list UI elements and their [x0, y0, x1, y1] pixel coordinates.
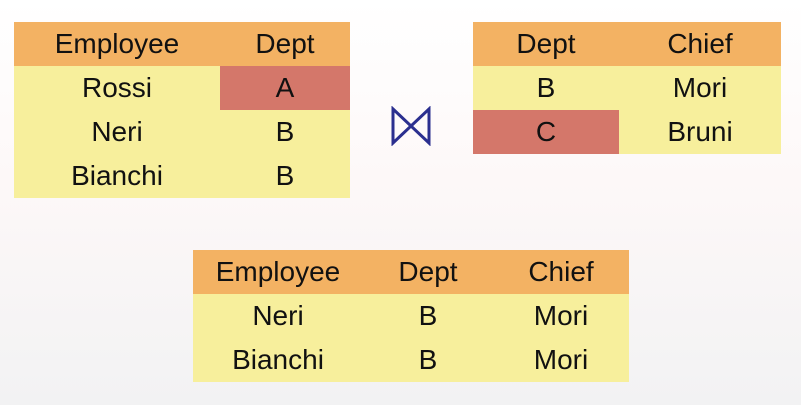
table-header-row: Employee Dept	[14, 22, 350, 66]
cell-dept: B	[473, 66, 619, 110]
header-employee: Employee	[14, 22, 220, 66]
cell-employee: Bianchi	[193, 338, 363, 382]
table-header-row: Employee Dept Chief	[193, 250, 629, 294]
table-row: Bianchi B	[14, 154, 350, 198]
cell-employee: Neri	[193, 294, 363, 338]
cell-dept-unmatched: A	[220, 66, 350, 110]
cell-chief: Mori	[619, 66, 781, 110]
cell-dept-unmatched: C	[473, 110, 619, 154]
cell-employee: Rossi	[14, 66, 220, 110]
table-row: Bianchi B Mori	[193, 338, 629, 382]
cell-chief: Mori	[493, 338, 629, 382]
table-row: B Mori	[473, 66, 781, 110]
dept-chief-table: Dept Chief B Mori C Bruni	[473, 22, 781, 154]
table-row: C Bruni	[473, 110, 781, 154]
header-dept: Dept	[363, 250, 493, 294]
cell-chief: Bruni	[619, 110, 781, 154]
table-row: Rossi A	[14, 66, 350, 110]
cell-dept: B	[220, 154, 350, 198]
employee-table: Employee Dept Rossi A Neri B Bianchi B	[14, 22, 350, 198]
cell-dept: B	[363, 294, 493, 338]
table-row: Neri B Mori	[193, 294, 629, 338]
table-row: Neri B	[14, 110, 350, 154]
header-chief: Chief	[619, 22, 781, 66]
join-result-table: Employee Dept Chief Neri B Mori Bianchi …	[193, 250, 629, 382]
cell-employee: Neri	[14, 110, 220, 154]
header-employee: Employee	[193, 250, 363, 294]
cell-dept: B	[363, 338, 493, 382]
header-dept: Dept	[220, 22, 350, 66]
cell-dept: B	[220, 110, 350, 154]
header-dept: Dept	[473, 22, 619, 66]
table-header-row: Dept Chief	[473, 22, 781, 66]
cell-chief: Mori	[493, 294, 629, 338]
header-chief: Chief	[493, 250, 629, 294]
cell-employee: Bianchi	[14, 154, 220, 198]
natural-join-icon	[391, 106, 431, 146]
